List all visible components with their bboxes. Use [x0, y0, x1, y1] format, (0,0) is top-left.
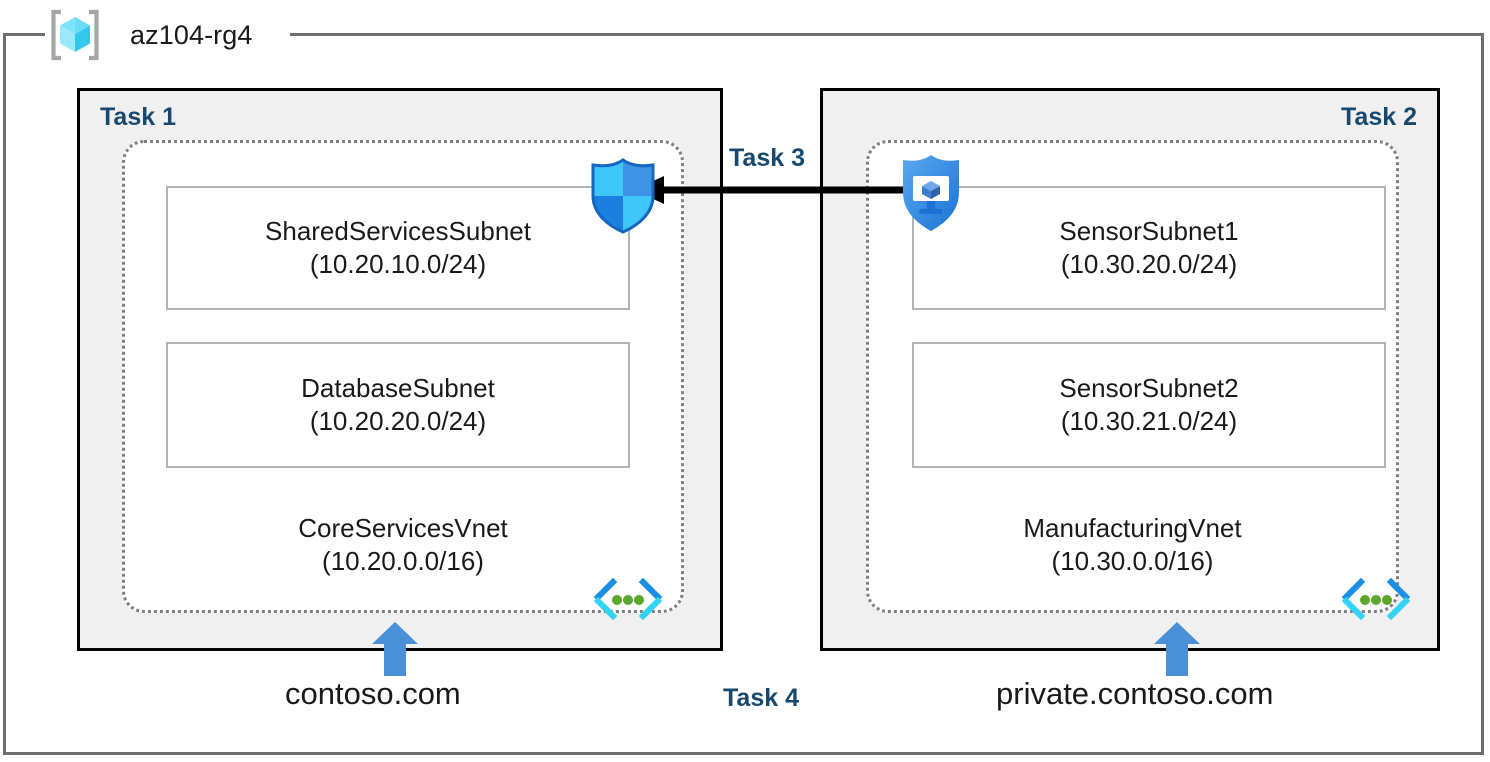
subnet-sensor-1: SensorSubnet1 (10.30.20.0/24): [912, 186, 1386, 310]
vnet-peering-arrow: [632, 170, 922, 210]
resource-group-frame: [3, 33, 1484, 755]
subnet-database: DatabaseSubnet (10.20.20.0/24): [166, 342, 630, 468]
subnet-cidr: (10.20.20.0/24): [309, 406, 487, 436]
task-4-label: Task 4: [723, 684, 799, 712]
virtual-network-icon: [1340, 577, 1412, 622]
subnet-cidr: (10.30.21.0/24): [1060, 406, 1238, 436]
resource-group-frame-top-right: [290, 33, 1484, 36]
subnet-shared-services: SharedServicesSubnet (10.20.10.0/24): [166, 186, 630, 310]
task-3-label: Task 3: [723, 144, 811, 173]
azure-resource-group-icon: [46, 7, 104, 63]
vnet-cidr: (10.30.0.0/16): [1051, 546, 1214, 577]
vnet-caption-core-services: CoreServicesVnet (10.20.0.0/16): [122, 512, 684, 579]
vnet-name: CoreServicesVnet: [298, 513, 508, 543]
virtual-network-icon: [592, 577, 664, 622]
dns-zone-label-private: private.contoso.com: [996, 676, 1274, 711]
application-security-group-shield-icon: [897, 152, 965, 234]
resource-group-frame-top-left: [3, 33, 45, 36]
resource-group-header: az104-rg4: [46, 6, 252, 64]
up-arrow-icon: [370, 620, 420, 676]
up-arrow-icon: [1152, 620, 1202, 676]
task-2-label: Task 2: [1341, 103, 1417, 131]
dns-zone-label-public: contoso.com: [285, 676, 461, 711]
network-security-group-shield-icon: [583, 156, 663, 236]
vnet-name: ManufacturingVnet: [1023, 513, 1242, 543]
subnet-sensor-2: SensorSubnet2 (10.30.21.0/24): [912, 342, 1386, 468]
subnet-name: DatabaseSubnet: [301, 372, 495, 403]
subnet-name: SensorSubnet1: [1059, 215, 1239, 246]
subnet-cidr: (10.20.10.0/24): [309, 249, 487, 279]
task-1-label: Task 1: [100, 103, 176, 131]
subnet-name: SharedServicesSubnet: [265, 215, 531, 246]
subnet-cidr: (10.30.20.0/24): [1060, 249, 1238, 279]
vnet-cidr: (10.20.0.0/16): [322, 546, 484, 577]
resource-group-name: az104-rg4: [130, 19, 253, 50]
vnet-caption-manufacturing: ManufacturingVnet (10.30.0.0/16): [866, 512, 1399, 579]
subnet-name: SensorSubnet2: [1059, 372, 1239, 403]
